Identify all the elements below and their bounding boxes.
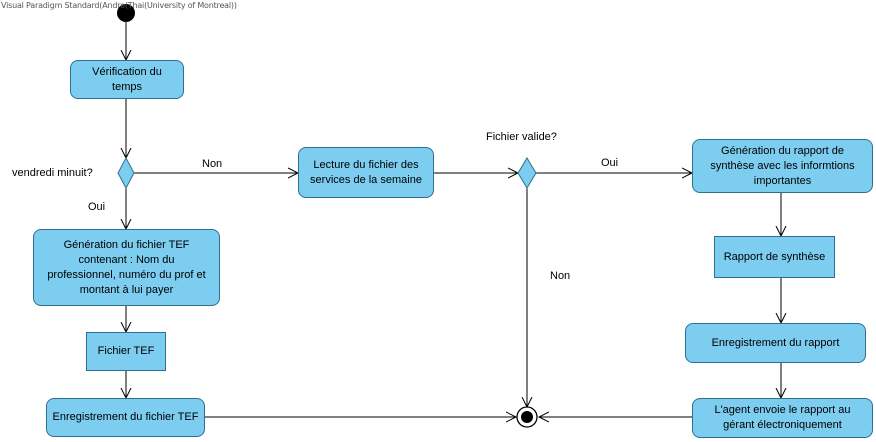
guard-label-non: Non bbox=[202, 158, 223, 170]
action-verification-du-temps[interactable]: Vérification du temps bbox=[70, 60, 184, 99]
object-rapport-de-synthese[interactable]: Rapport de synthèse bbox=[714, 236, 835, 278]
watermark: Visual Paradigm Standard(Andre(Thai(Univ… bbox=[1, 1, 237, 10]
object-label: Fichier TEF bbox=[97, 345, 155, 357]
guard-label-oui: Oui bbox=[601, 157, 619, 169]
decision-label-vendredi: vendredi minuit? bbox=[12, 167, 93, 179]
guard-label-non: Non bbox=[550, 270, 571, 282]
action-agent-envoie-rapport[interactable]: L'agent envoie le rapport au gérant élec… bbox=[692, 398, 873, 438]
action-generation-fichier-tef[interactable]: Génération du fichier TEF contenant : No… bbox=[33, 229, 220, 306]
action-lecture-fichier[interactable]: Lecture du fichier des services de la se… bbox=[298, 147, 434, 198]
action-label: L'agent envoie le rapport au gérant élec… bbox=[714, 404, 851, 431]
guard-label-oui: Oui bbox=[88, 201, 106, 213]
object-label: Rapport de synthèse bbox=[723, 250, 826, 263]
action-enregistrement-fichier-tef[interactable]: Enregistrement du fichier TEF bbox=[46, 398, 205, 437]
final-node-inner bbox=[521, 411, 533, 423]
decision-diamond-icon bbox=[117, 156, 135, 190]
action-label: Génération du rapport de synthèse avec l… bbox=[710, 144, 855, 187]
action-label: Génération du fichier TEF contenant : No… bbox=[47, 238, 206, 296]
action-label: Vérification du temps bbox=[92, 65, 162, 93]
decision-diamond-icon bbox=[517, 157, 537, 189]
action-generation-rapport[interactable]: Génération du rapport de synthèse avec l… bbox=[692, 139, 873, 193]
initial-node-icon bbox=[117, 4, 135, 22]
object-fichier-tef[interactable]: Fichier TEF bbox=[86, 332, 166, 371]
action-label: Enregistrement du fichier TEF bbox=[52, 411, 199, 423]
action-enregistrement-rapport[interactable]: Enregistrement du rapport bbox=[685, 323, 866, 363]
decision-label-fichier-valide: Fichier valide? bbox=[486, 131, 557, 143]
action-label: Lecture du fichier des services de la se… bbox=[310, 158, 422, 186]
action-label: Enregistrement du rapport bbox=[711, 336, 840, 349]
